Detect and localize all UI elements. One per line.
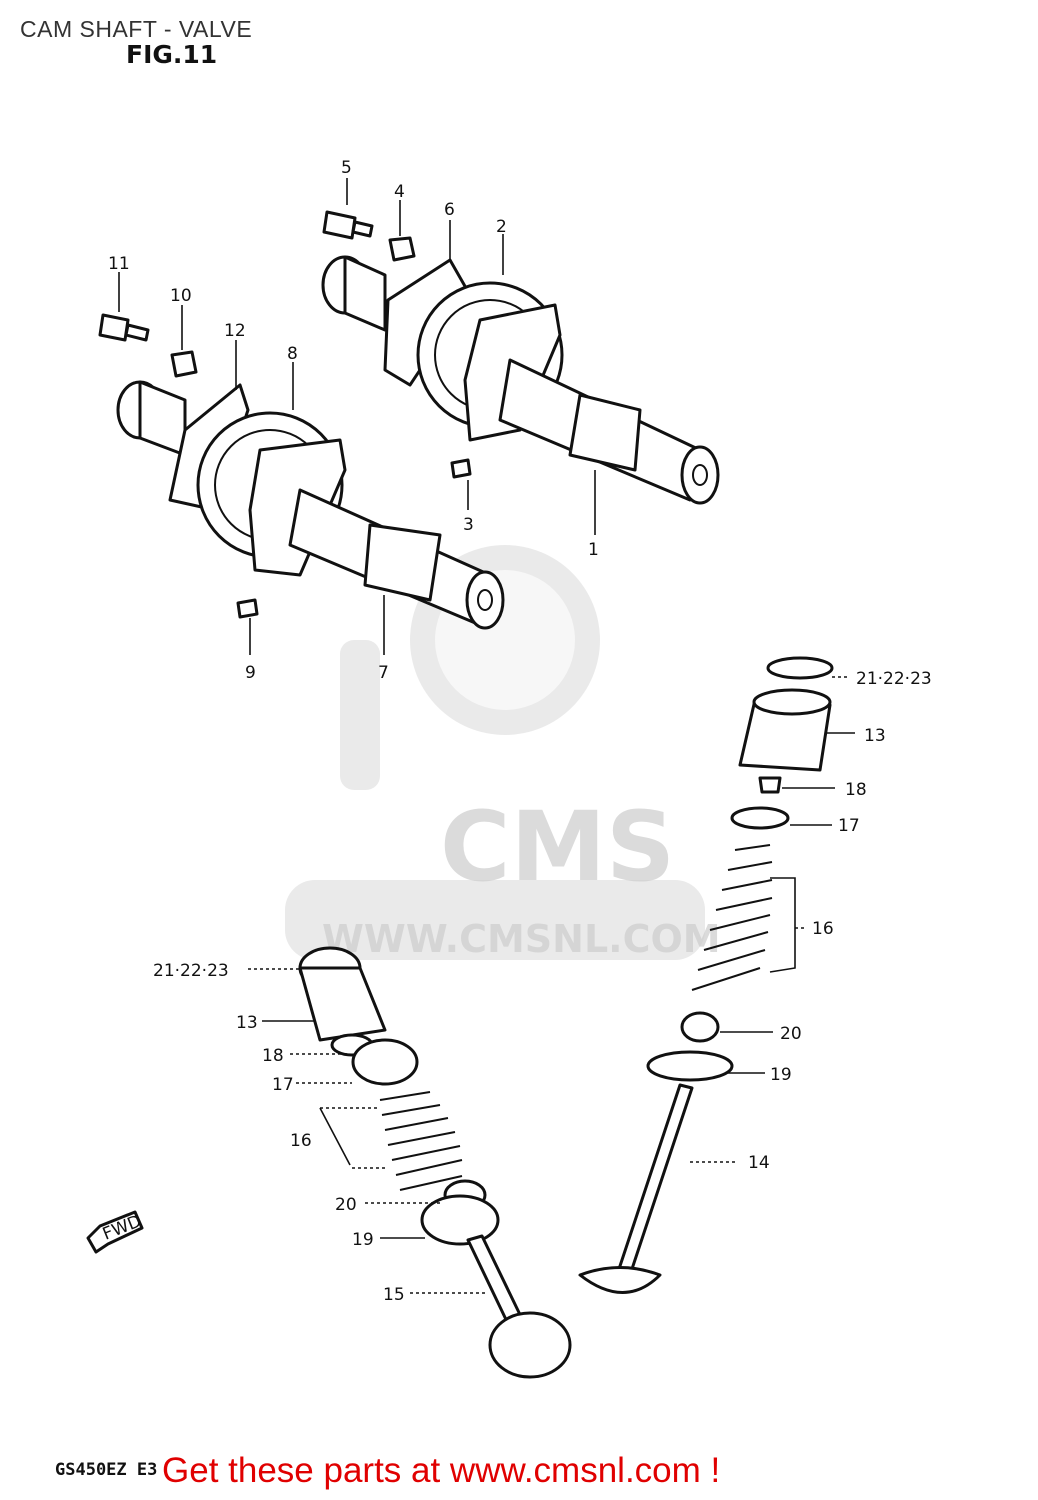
callout-right-16: 16 <box>812 919 834 939</box>
callout-left-13: 13 <box>236 1013 258 1033</box>
callout-7: 7 <box>378 663 389 683</box>
model-code: GS450EZ E3 <box>55 1460 158 1480</box>
callout-1: 1 <box>588 540 599 560</box>
callout-left-19: 19 <box>352 1230 374 1250</box>
callout-right-18: 18 <box>845 780 867 800</box>
callout-4: 4 <box>394 182 405 202</box>
callout-right-19: 19 <box>770 1065 792 1085</box>
callout-left-21-22-23: 21·22·23 <box>153 961 229 981</box>
forward-label: FWD <box>100 1211 144 1244</box>
valve-assembly-right <box>578 656 834 1294</box>
callout-8: 8 <box>287 344 298 364</box>
camshaft-upper <box>321 255 720 505</box>
callout-right-13: 13 <box>864 726 886 746</box>
callout-left-20: 20 <box>335 1195 357 1215</box>
callout-left-18: 18 <box>262 1046 284 1066</box>
valve-assembly-left <box>298 946 572 1379</box>
promo-link-text[interactable]: Get these parts at www.cmsnl.com ! <box>162 1451 721 1490</box>
diagram-title: CAM SHAFT - VALVE <box>20 16 253 42</box>
callout-left-15: 15 <box>383 1285 405 1305</box>
watermark-logo: CMS WWW.CMSNL.COM <box>285 545 721 961</box>
callout-labels: 1 2 3 4 5 6 7 8 9 10 11 12 21·22·23 13 1… <box>108 158 932 1305</box>
callout-right-17: 17 <box>838 816 860 836</box>
camshaft-lower <box>116 380 505 630</box>
callout-left-17: 17 <box>272 1075 294 1095</box>
callout-10: 10 <box>170 286 192 306</box>
leader-lines <box>118 178 855 1294</box>
callout-2: 2 <box>496 217 507 237</box>
callout-12: 12 <box>224 321 246 341</box>
callout-left-16: 16 <box>290 1131 312 1151</box>
forward-arrow-icon: FWD <box>86 1210 144 1254</box>
watermark-brand: CMS <box>440 791 675 903</box>
callout-right-14: 14 <box>748 1153 770 1173</box>
callout-11: 11 <box>108 254 130 274</box>
callout-6: 6 <box>444 200 455 220</box>
figure-number: FIG.11 <box>126 40 218 69</box>
callout-3: 3 <box>463 515 474 535</box>
bolts-and-pins <box>98 210 472 619</box>
watermark-url: WWW.CMSNL.COM <box>322 917 721 961</box>
callout-right-20: 20 <box>780 1024 802 1044</box>
callout-right-21-22-23: 21·22·23 <box>856 669 932 689</box>
callout-9: 9 <box>245 663 256 683</box>
callout-5: 5 <box>341 158 352 178</box>
